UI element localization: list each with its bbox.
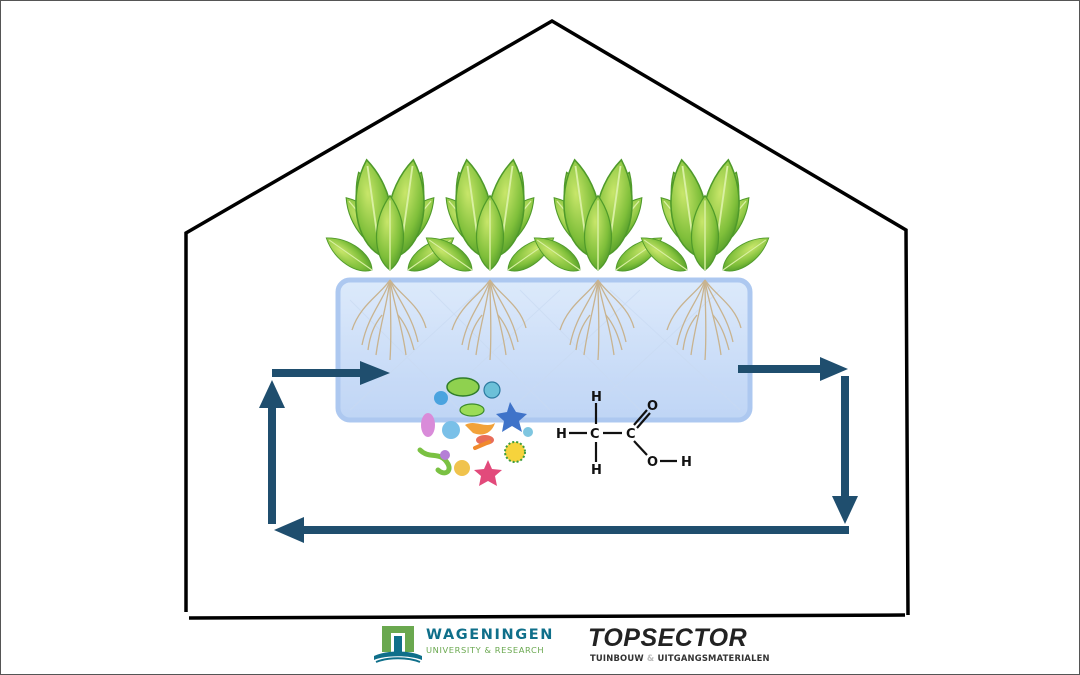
wur-subtitle: UNIVERSITY & RESEARCH <box>426 645 545 655</box>
arrowhead-up-icon <box>259 380 285 408</box>
arrowhead-down-icon <box>832 496 858 524</box>
acetic-acid-molecule: H H H C C O O H <box>556 390 692 478</box>
topsector-subtitle: TUINBOUW & UITGANGSMATERIALEN <box>590 653 770 663</box>
greenhouse-outline <box>184 18 910 620</box>
topsector-subtitle-b: UITGANGSMATERIALEN <box>657 653 770 663</box>
hydroponic-tank <box>335 277 753 423</box>
wur-emblem-icon <box>374 626 422 663</box>
atom-h: H <box>556 427 567 442</box>
topsector-subtitle-amp: & <box>646 653 655 663</box>
topsector-subtitle-a: TUINBOUW <box>590 653 644 663</box>
wur-name: WAGENINGEN <box>426 627 554 643</box>
atom-h: H <box>681 455 692 470</box>
microbes-cluster <box>417 377 533 486</box>
arrowhead-left-icon <box>274 517 304 543</box>
atom-h: H <box>591 390 602 405</box>
atom-o: O <box>647 399 658 414</box>
atom-c: C <box>590 427 600 442</box>
arrowhead-right-icon <box>360 361 390 385</box>
topsector-logo: TOPSECTOR TUINBOUW & UITGANGSMATERIALEN <box>588 624 770 668</box>
wur-logo: WAGENINGEN UNIVERSITY & RESEARCH <box>372 622 562 666</box>
atom-o: O <box>647 455 658 470</box>
arrowhead-right-icon <box>820 357 848 381</box>
circulation-arrows <box>259 357 858 543</box>
atom-h: H <box>591 463 602 478</box>
topsector-name: TOPSECTOR <box>588 624 748 652</box>
atom-c: C <box>626 427 636 442</box>
